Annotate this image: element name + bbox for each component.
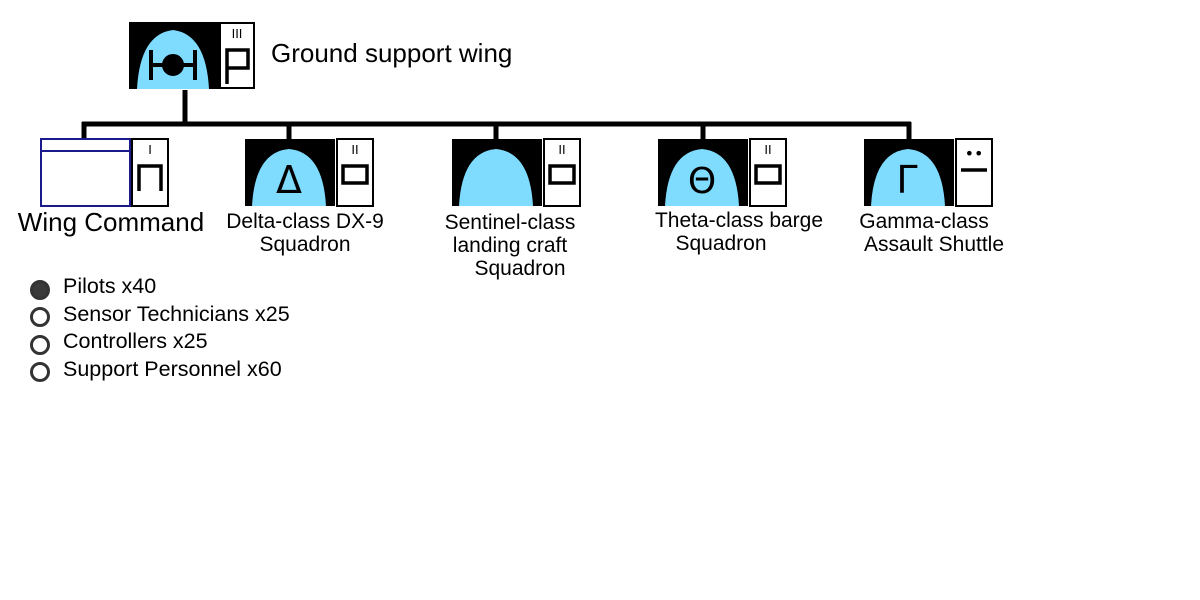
list-item: Sensor Technicians x25 — [30, 301, 290, 329]
list-item-label: Sensor Technicians x25 — [63, 301, 290, 326]
unit-label-sentinel: Sentinel-class landing craft Squadron — [420, 211, 600, 280]
delta-icon: Δ — [276, 158, 302, 202]
list-item-label: Pilots x40 — [63, 274, 157, 299]
unit-label-line: Squadron — [259, 233, 351, 256]
list-item-label: Support Personnel x60 — [63, 356, 282, 381]
unit-symbol-gamma: Γ •• — [864, 138, 993, 207]
box-echelon-icon — [341, 164, 369, 185]
personnel-list: Pilots x40 Sensor Technicians x25 Contro… — [30, 273, 290, 383]
root-unit-symbol: III — [129, 22, 255, 89]
starfighter-wing-icon — [149, 50, 197, 80]
unit-size-mark: II — [764, 142, 771, 157]
bracket-echelon-icon — [137, 164, 163, 191]
list-item: Controllers x25 — [30, 328, 290, 356]
filled-bullet-icon — [30, 279, 50, 300]
landing-craft-icon — [459, 149, 533, 206]
unit-label-line: Wing Command — [17, 207, 205, 237]
unit-label-line: Delta-class DX-9 — [226, 210, 384, 233]
theta-icon: Θ — [688, 161, 716, 202]
hollow-bullet-icon — [30, 362, 50, 383]
gamma-icon: Γ — [896, 158, 917, 202]
unit-label-line: Gamma-class — [859, 210, 989, 233]
unit-label-gamma: Gamma-class Assault Shuttle — [846, 210, 1022, 256]
root-size-mark: III — [232, 26, 243, 41]
unit-symbol-wing-command: I — [40, 138, 169, 207]
unit-label-theta: Theta-class barge Squadron — [636, 209, 842, 255]
unit-label-line: Squadron — [474, 257, 566, 280]
unit-label-delta: Delta-class DX-9 Squadron — [210, 210, 400, 256]
unit-label-line: Squadron — [675, 232, 767, 255]
unit-label-line: Sentinel-class — [444, 211, 576, 234]
list-item-label: Controllers x25 — [63, 329, 208, 354]
root-unit-label: Ground support wing — [271, 38, 513, 68]
flag-echelon-icon — [225, 48, 250, 84]
unit-label-line: Theta-class barge — [654, 209, 824, 232]
unit-size-mark: II — [351, 142, 358, 157]
unit-label-line: Assault Shuttle — [863, 233, 1005, 256]
unit-symbol-sentinel: II — [452, 138, 581, 207]
hollow-bullet-icon — [30, 307, 50, 328]
unit-symbol-delta: Δ II — [245, 138, 374, 207]
unit-label-wing-command: Wing Command — [12, 208, 210, 236]
unit-size-mark: I — [148, 142, 152, 157]
connector-lines — [81, 90, 912, 140]
box-echelon-icon — [754, 164, 782, 185]
hollow-bullet-icon — [30, 334, 50, 355]
unit-size-mark: II — [558, 142, 565, 157]
box-echelon-icon — [548, 164, 576, 185]
unit-symbol-theta: Θ II — [658, 138, 787, 207]
unit-size-mark: •• — [965, 144, 984, 163]
list-item: Pilots x40 — [30, 273, 290, 301]
list-item: Support Personnel x60 — [30, 356, 290, 384]
unit-label-line: landing craft — [452, 234, 568, 257]
